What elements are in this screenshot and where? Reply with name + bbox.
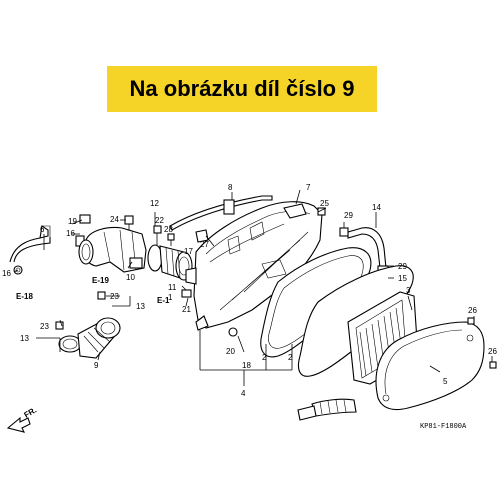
callout-17: 17: [184, 247, 193, 256]
callout-28: 28: [164, 225, 173, 234]
callout-25: 25: [320, 199, 329, 208]
callout-5: 5: [443, 377, 448, 386]
callout-11: 11: [168, 283, 177, 292]
callout-29b: 29: [398, 262, 407, 271]
callout-2b: 2: [288, 353, 293, 362]
callout-13a: 13: [136, 302, 145, 311]
callout-20: 20: [226, 347, 235, 356]
callout-16b: 16: [2, 269, 11, 278]
callout-labels: 6 19 16 16 24 10 12 22 28 8 7 25 29 14 2…: [2, 183, 497, 398]
callout-21: 21: [182, 305, 191, 314]
callout-24: 24: [110, 215, 119, 224]
callout-26a: 26: [468, 306, 477, 315]
intake-duct-9: [58, 317, 121, 359]
ref-e19: E-19: [92, 276, 109, 285]
bolt-20: [228, 327, 238, 337]
diagram-code: KP81-F1800A: [420, 423, 467, 431]
screws-26: [467, 317, 497, 369]
title-banner: Na obrázku díl číslo 9: [107, 66, 377, 112]
callout-3: 3: [406, 286, 411, 295]
connecting-tube: [78, 226, 147, 273]
bracket-7: [283, 203, 307, 219]
bolt-23-lower: [55, 291, 106, 330]
drain-tube: [297, 398, 357, 421]
bolts-22-28: [153, 225, 175, 246]
ref-e18: E-18: [16, 292, 33, 301]
callout-9: 9: [94, 361, 99, 370]
callout-12: 12: [150, 199, 159, 208]
callout-6: 6: [40, 225, 45, 234]
banner-text: Na obrázku díl číslo 9: [129, 76, 355, 101]
reference-tags: E-18 E-19 E-1: [16, 276, 170, 305]
callout-13b: 13: [20, 334, 29, 343]
callout-19: 19: [68, 217, 77, 226]
bolt-24: [124, 215, 134, 230]
callout-22: 22: [155, 216, 164, 225]
callout-4: 4: [241, 389, 246, 398]
callout-8: 8: [228, 183, 233, 192]
callout-18: 18: [242, 361, 251, 370]
callout-14: 14: [372, 203, 381, 212]
callout-7: 7: [306, 183, 311, 192]
callout-16a: 16: [66, 229, 75, 238]
leader-lines: [13, 189, 493, 386]
callout-26b: 26: [488, 347, 497, 356]
bolt-25: [317, 207, 326, 216]
air-cleaner-case: [185, 201, 323, 331]
intake-boot: [147, 244, 193, 281]
callout-29a: 29: [344, 211, 353, 220]
tube-8: [169, 195, 273, 231]
callout-23b: 23: [40, 322, 49, 331]
breather-tube: [9, 225, 51, 275]
callout-1: 1: [168, 293, 173, 302]
front-arrow: FR.: [6, 405, 39, 433]
front-label: FR.: [23, 405, 39, 419]
callout-23a: 23: [110, 292, 119, 301]
ref-e1: E-1: [157, 296, 170, 305]
air-cleaner-cover: [375, 321, 485, 411]
callout-27: 27: [200, 240, 209, 249]
callout-2a: 2: [262, 353, 267, 362]
callout-15: 15: [398, 274, 407, 283]
callout-10: 10: [126, 273, 135, 282]
small-parts: [181, 229, 209, 298]
